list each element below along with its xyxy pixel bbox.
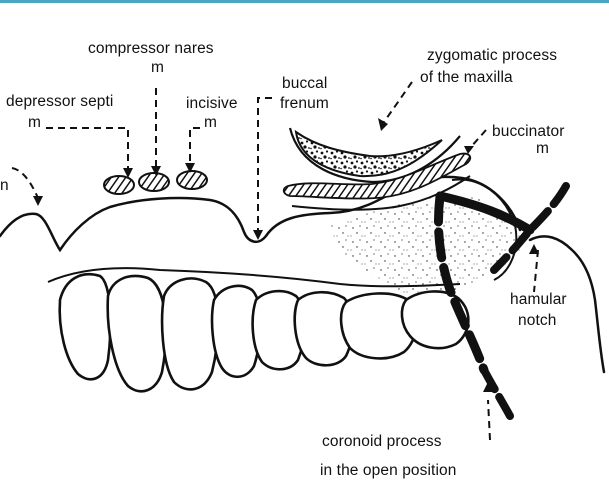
label-buccinator-m: m <box>536 140 549 157</box>
label-buccinator: buccinator <box>492 123 565 140</box>
label-depressor-septi-m: m <box>28 114 41 131</box>
label-depressor-septi: depressor septi <box>6 93 113 110</box>
label-buccal: buccal <box>282 75 327 92</box>
label-coronoid-line1: coronoid process <box>322 433 442 450</box>
label-hamular: hamular <box>510 291 567 308</box>
label-left-fragment: n <box>0 177 9 194</box>
label-frenum: frenum <box>280 95 329 112</box>
label-compressor-nares-m: m <box>151 59 164 76</box>
label-zygomatic-line2: of the maxilla <box>420 69 513 86</box>
label-compressor-nares: compressor nares <box>88 40 214 57</box>
label-incisive-m: m <box>204 114 217 131</box>
label-notch: notch <box>518 312 556 329</box>
label-zygomatic-line1: zygomatic process <box>427 47 557 64</box>
label-incisive: incisive <box>186 95 238 112</box>
label-coronoid-line2: in the open position <box>320 462 456 479</box>
